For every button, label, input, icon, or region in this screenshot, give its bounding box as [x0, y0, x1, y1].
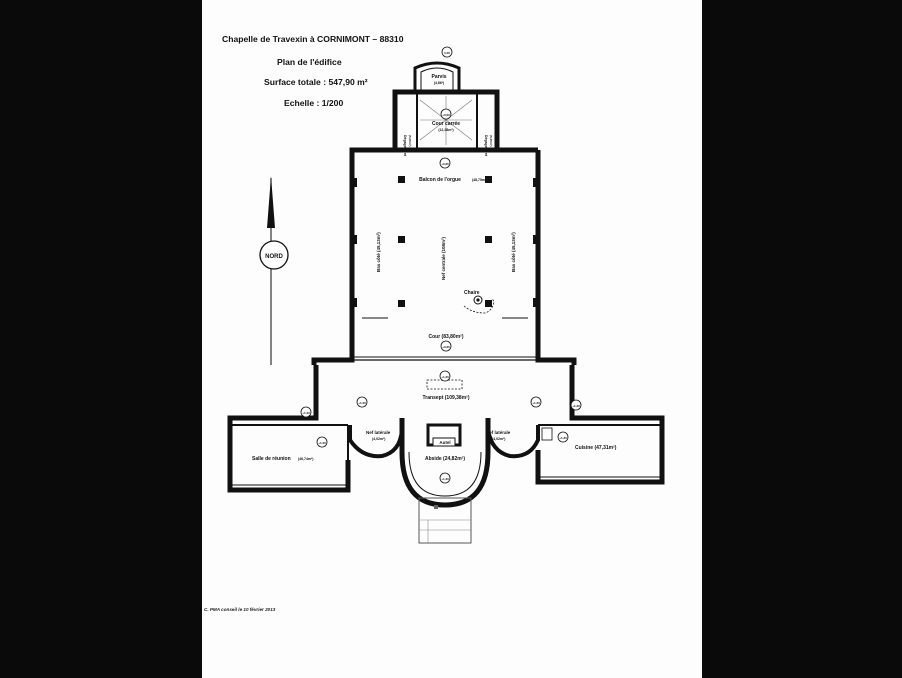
area-degagement-right: (5,45m²)	[489, 135, 493, 147]
level-transept: +1,20	[441, 375, 449, 379]
label-transept: Transept (109,38m²)	[423, 395, 470, 401]
pulpit-icon	[473, 295, 483, 305]
document-title: Chapelle de Travexin à CORNIMONT – 88310	[222, 34, 404, 44]
area-salle-reunion: (46,74m²)	[298, 457, 313, 461]
nave: +0,65 Balcon de l'orgue (48,75m²) Bas cô…	[311, 147, 577, 365]
area-nef-laterale-right: (4,02m²)	[492, 437, 505, 441]
area-balcon: (48,75m²)	[472, 178, 487, 182]
scale-label: Echelle : 1/200	[284, 98, 344, 108]
transept: +1,20 Transept (109,38m²) +1,20 +1,20	[227, 365, 665, 493]
total-surface: Surface totale : 547,90 m²	[264, 77, 368, 87]
label-salle-reunion: Salle de réunion	[252, 456, 291, 462]
level-salle-door: +1,20	[302, 411, 310, 415]
level-salle-reunion: +1,20	[318, 441, 326, 445]
level-cuisine-door: +1,20	[572, 404, 580, 408]
label-degagement-right: Dégagement	[484, 135, 488, 157]
cuisine: +1,20 +1,20 Cuisine (47,31m²)	[538, 399, 662, 478]
cour-carree: +0,00 Cour carrée (12,28m²) Dégagement (…	[392, 89, 500, 157]
label-nef-laterale-right: Nef latérale	[486, 430, 511, 435]
label-nef-laterale-left: Nef latérale	[366, 430, 391, 435]
area-degagement-left: (5,06m²)	[408, 135, 412, 147]
plan-sheet: Chapelle de Travexin à CORNIMONT – 88310…	[202, 0, 702, 678]
label-bas-cote-left: Bas côté (45,13m²)	[376, 232, 381, 272]
level-transept-right: +1,20	[532, 401, 540, 405]
label-autel: Autel	[439, 440, 450, 445]
parvis: 0,00 Parvis (4,86²)	[413, 46, 461, 92]
north-compass: NORD	[259, 176, 289, 365]
abside: Autel Abside (24,82m²) +1,30	[399, 418, 491, 544]
label-bas-cote-right: Bas côté (45,13m²)	[511, 232, 516, 272]
north-arrow-icon	[267, 176, 275, 228]
nef-laterale-left: Nef latérale (4,02m²)	[348, 420, 404, 459]
label-parvis: Parvis	[431, 74, 446, 80]
level-cour: +0,65	[442, 345, 450, 349]
level-cour-carree: +0,00	[442, 113, 450, 117]
area-cour-carree: (12,28m²)	[438, 128, 453, 132]
salle-reunion: +1,20 +1,20 Salle de réunion (46,74m²)	[230, 406, 349, 486]
credit-note: C. PMA conseil le 10 février 2013	[204, 607, 276, 612]
level-abside: +1,30	[441, 477, 449, 481]
north-label: NORD	[265, 254, 283, 260]
label-cour: Cour (83,80m²)	[428, 334, 463, 340]
document-subtitle: Plan de l'édifice	[277, 57, 342, 67]
floor-plan: NORD 0,00 Parvis (4,86²) +0,00 Cour carr…	[227, 46, 665, 544]
label-cour-carree: Cour carrée	[432, 121, 460, 127]
level-cuisine: +1,20	[559, 436, 567, 440]
level-parvis-top: 0,00	[444, 51, 450, 55]
nef-laterale-right: Nef latérale (4,02m²)	[486, 420, 540, 459]
area-parvis: (4,86²)	[434, 81, 444, 85]
label-abside: Abside (24,82m²)	[425, 456, 465, 462]
level-transept-left: +1,20	[358, 401, 366, 405]
level-nef-entry: +0,65	[441, 162, 449, 166]
label-chaire: Chaire	[464, 290, 480, 296]
label-degagement-left: Dégagement	[403, 135, 407, 157]
label-cuisine: Cuisine (47,31m²)	[575, 445, 617, 451]
area-nef-laterale-left: (4,02m²)	[372, 437, 385, 441]
label-nef-centrale: Nef centrale (108m²)	[441, 236, 446, 280]
label-balcon: Balcon de l'orgue	[419, 177, 461, 183]
